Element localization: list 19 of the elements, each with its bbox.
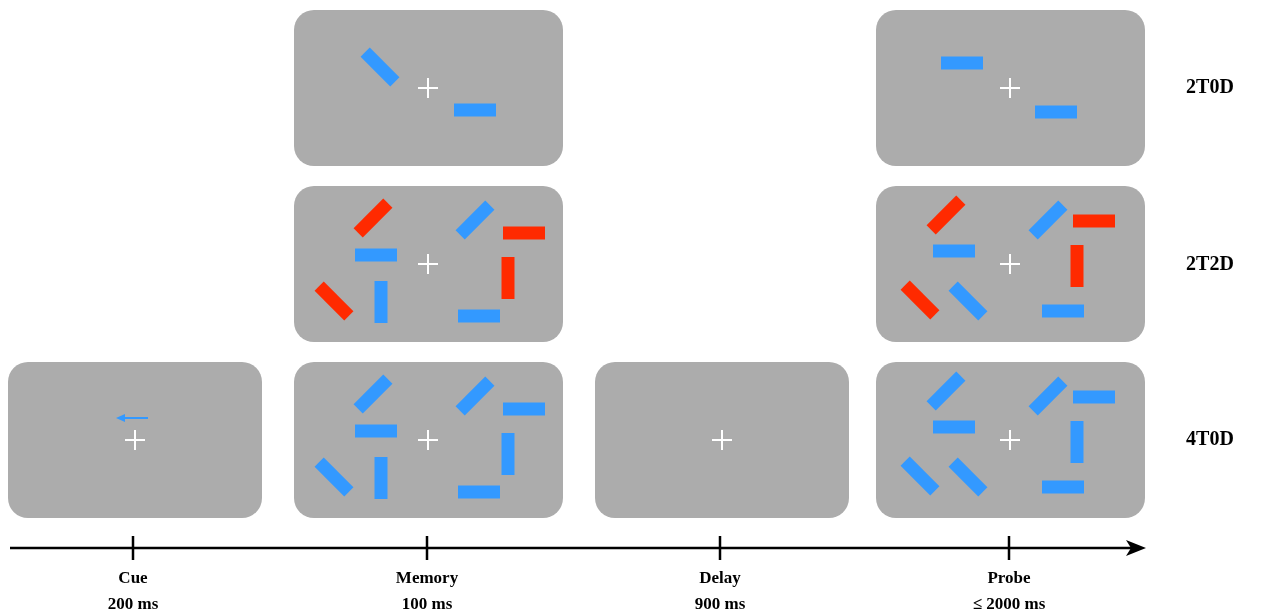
screen-panel bbox=[876, 362, 1145, 518]
screen-panel bbox=[8, 362, 262, 518]
phase-label: Cue bbox=[118, 568, 148, 588]
duration-label: 200 ms bbox=[107, 594, 159, 614]
duration-label: 900 ms bbox=[694, 594, 746, 614]
duration-label: 100 ms bbox=[401, 594, 453, 614]
condition-label: 2T0D bbox=[1186, 75, 1234, 98]
screen-panel bbox=[876, 186, 1145, 342]
phase-label: Memory bbox=[395, 568, 459, 588]
phase-label: Delay bbox=[699, 568, 741, 588]
screen-panel bbox=[294, 10, 563, 166]
screen-panel bbox=[294, 362, 563, 518]
screen-panel bbox=[595, 362, 849, 518]
condition-label: 2T2D bbox=[1186, 252, 1234, 275]
screen-panel bbox=[876, 10, 1145, 166]
condition-label: 4T0D bbox=[1186, 427, 1234, 450]
duration-label: ≤ 2000 ms bbox=[972, 594, 1046, 614]
screen-panel bbox=[294, 186, 563, 342]
phase-label: Probe bbox=[987, 568, 1031, 588]
